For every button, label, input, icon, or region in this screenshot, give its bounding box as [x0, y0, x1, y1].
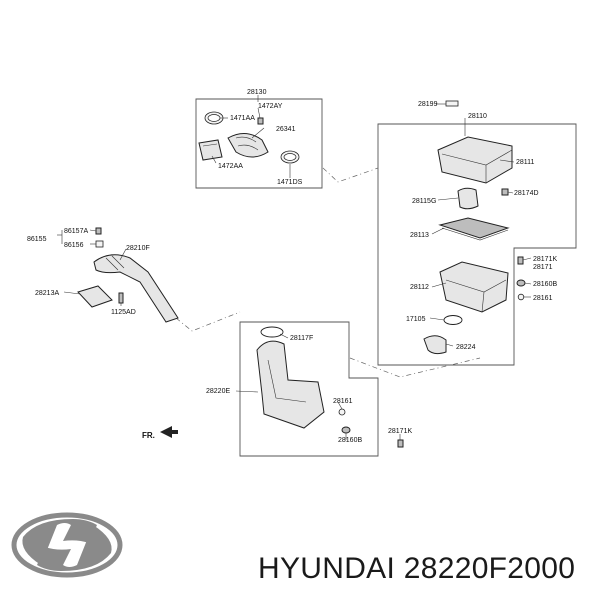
clamp-1471DS	[280, 150, 300, 164]
label-1471DS: 1471DS	[277, 179, 303, 186]
label-28199: 28199	[418, 101, 438, 108]
leader-lines	[57, 95, 532, 440]
label-28220E: 28220E	[206, 388, 230, 395]
air-duct-28220E	[256, 340, 325, 429]
label-28171: 28171	[533, 264, 553, 271]
label-front: FR.	[142, 431, 155, 440]
label-28111: 28111	[516, 159, 535, 166]
label-28161-bottom: 28161	[333, 398, 353, 405]
label-28117F: 28117F	[290, 335, 313, 342]
part-number-caption: HYUNDAI 28220F2000	[258, 552, 576, 585]
label-28130: 28130	[247, 89, 267, 96]
label-86156: 86156	[64, 242, 84, 249]
label-28210F: 28210F	[126, 245, 150, 252]
label-28213A: 28213A	[35, 290, 59, 297]
flow-line-top	[322, 167, 379, 183]
air-cleaner-body-28112	[439, 261, 509, 313]
label-28110: 28110	[468, 113, 487, 120]
flow-line-middle	[175, 311, 241, 332]
hose-26341	[227, 133, 269, 158]
grommet-28161-right	[517, 293, 525, 301]
clip-86156	[95, 240, 104, 248]
front-arrow-icon	[160, 426, 178, 438]
bolt-1472AY	[257, 117, 264, 125]
label-1125AD: 1125AD	[111, 309, 136, 316]
label-28160B-bottom: 28160B	[338, 437, 362, 444]
bolt-86157A	[95, 227, 102, 235]
label-28160B-right: 28160B	[533, 281, 557, 288]
grommet-28160B-bottom	[341, 426, 351, 434]
bracket-28213A	[77, 285, 113, 308]
label-28224: 28224	[456, 344, 476, 351]
gasket-17105	[443, 315, 463, 325]
label-17105: 17105	[406, 316, 426, 323]
label-1471AA: 1471AA	[230, 115, 255, 122]
hose-28210F	[93, 254, 179, 323]
grommet-28161-bottom	[338, 408, 346, 416]
hyundai-logo	[11, 512, 123, 578]
filter-28113	[438, 217, 510, 241]
label-28171K-top: 28171K	[533, 256, 557, 263]
resonator-1472AA	[198, 139, 223, 161]
label-28171K-bottom: 28171K	[388, 428, 412, 435]
bracket-28199	[445, 100, 459, 107]
label-28161-right: 28161	[533, 295, 553, 302]
bolt-28174D	[501, 188, 509, 196]
duct-28115G	[457, 187, 479, 210]
flow-line-right	[349, 357, 481, 378]
bolt-28171K-bottom	[397, 439, 404, 448]
grommet-28160B-right	[516, 279, 526, 287]
group-box-28220E	[239, 321, 379, 457]
air-cleaner-cover-28111	[437, 136, 513, 184]
label-1472AY: 1472AY	[258, 103, 283, 110]
label-28113: 28113	[410, 232, 429, 239]
hose-28224	[423, 335, 447, 355]
group-box-28110	[377, 123, 577, 366]
bolt-28171K-top	[517, 256, 524, 265]
label-1472AA: 1472AA	[218, 163, 243, 170]
label-28115G: 28115G	[412, 198, 436, 205]
label-86155: 86155	[27, 236, 47, 243]
bolt-1125AD	[118, 292, 124, 304]
label-28174D: 28174D	[514, 190, 539, 197]
label-86157A: 86157A	[64, 228, 88, 235]
group-box-28130	[195, 98, 323, 189]
label-28112: 28112	[410, 284, 429, 291]
seal-28117F	[260, 326, 284, 338]
label-26341: 26341	[276, 126, 296, 133]
